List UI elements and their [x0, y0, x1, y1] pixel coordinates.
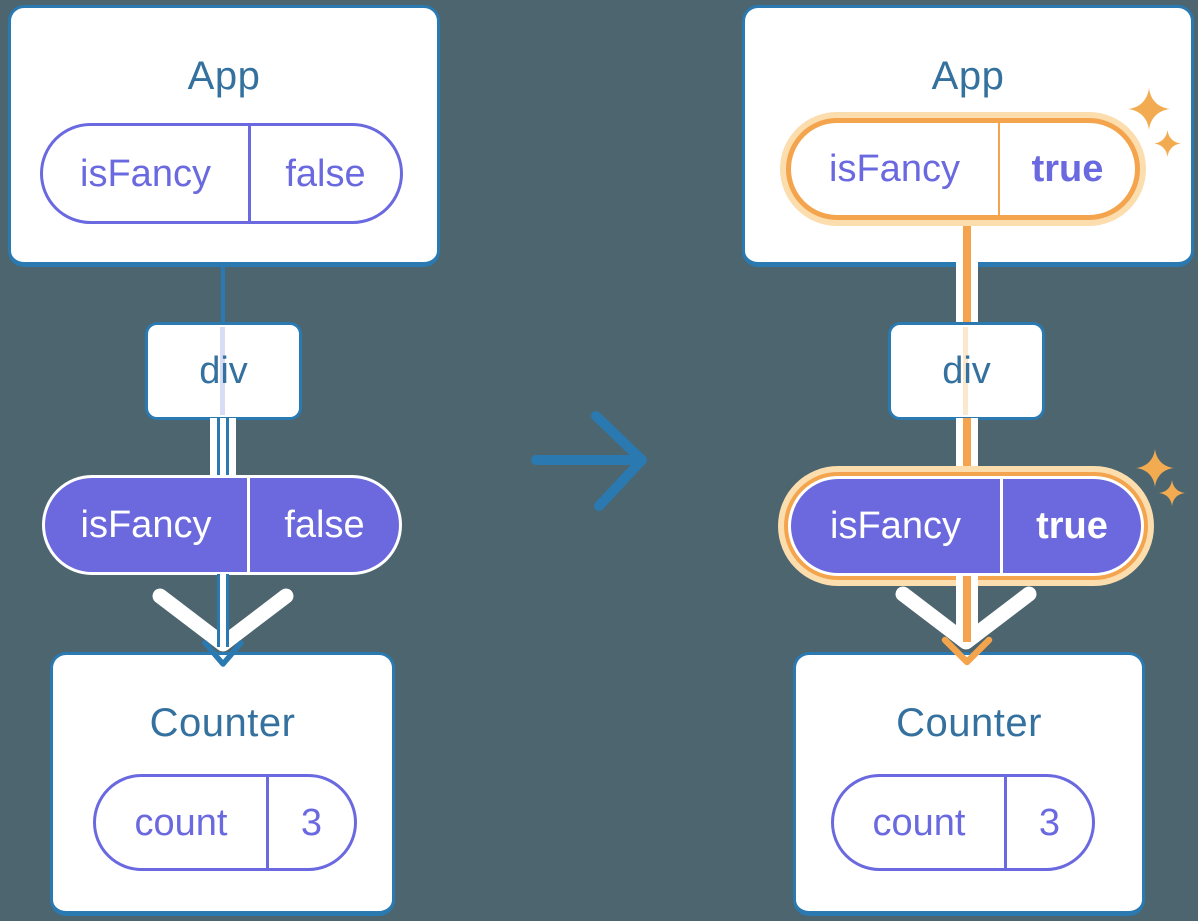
before-arrowhead-icon — [202, 640, 244, 667]
after-prop-key: isFancy — [830, 505, 961, 547]
before-prop-pill: isFancy false — [42, 475, 402, 575]
sparkle-icon — [1159, 480, 1185, 506]
before-div-box: div — [145, 322, 302, 420]
after-pass-down-chevron-icon — [895, 586, 1037, 650]
after-app-prop-key: isFancy — [829, 148, 960, 190]
before-counter-state-value: 3 — [266, 777, 354, 868]
sparkle-icon — [1136, 449, 1174, 487]
before-arrow-shaft-line — [226, 574, 229, 647]
after-div-label: div — [942, 349, 991, 392]
sparkle-icon — [1154, 130, 1181, 157]
before-arrow-shaft-core — [220, 574, 226, 647]
before-app-prop-value: false — [248, 126, 400, 221]
after-app-title: App — [931, 54, 1005, 98]
before-counter-title: Counter — [149, 701, 296, 745]
before-prop-value: false — [247, 478, 399, 572]
before-counter-state-key: count — [134, 801, 228, 844]
after-app-prop-value: true — [998, 123, 1135, 215]
after-arrowhead-icon — [941, 636, 993, 666]
after-counter-title: Counter — [896, 701, 1042, 745]
after-edge-div-to-pill-line — [963, 418, 971, 480]
after-counter-state-value: 3 — [1004, 777, 1092, 868]
before-app-title: App — [187, 54, 261, 98]
after-app-state-pill: isFancy true — [786, 118, 1140, 220]
before-arrow-shaft-line — [217, 574, 220, 647]
before-app-prop-key: isFancy — [80, 152, 211, 195]
after-counter-state-key: count — [872, 801, 966, 844]
sparkle-icon — [1128, 88, 1170, 130]
before-counter-state-pill: count 3 — [93, 774, 357, 871]
after-div-context-line — [963, 327, 968, 415]
transition-arrow-icon — [531, 411, 647, 511]
after-counter-state-pill: count 3 — [831, 774, 1095, 871]
after-prop-pill: isFancy true — [788, 476, 1144, 576]
before-edge-app-to-div — [221, 266, 225, 324]
before-div-context-line — [220, 327, 225, 415]
before-edge-div-to-pill-line — [217, 418, 220, 478]
before-prop-key: isFancy — [80, 504, 212, 546]
after-arrow-shaft-line — [963, 576, 971, 642]
after-div-box: div — [888, 322, 1045, 420]
after-edge-app-to-div-line — [963, 222, 971, 324]
after-prop-value: true — [1000, 479, 1141, 573]
before-edge-div-to-pill-line — [226, 418, 229, 478]
before-edge-div-to-pill-outline — [210, 418, 236, 478]
before-div-label: div — [199, 349, 248, 392]
before-app-state-pill: isFancy false — [40, 123, 403, 224]
